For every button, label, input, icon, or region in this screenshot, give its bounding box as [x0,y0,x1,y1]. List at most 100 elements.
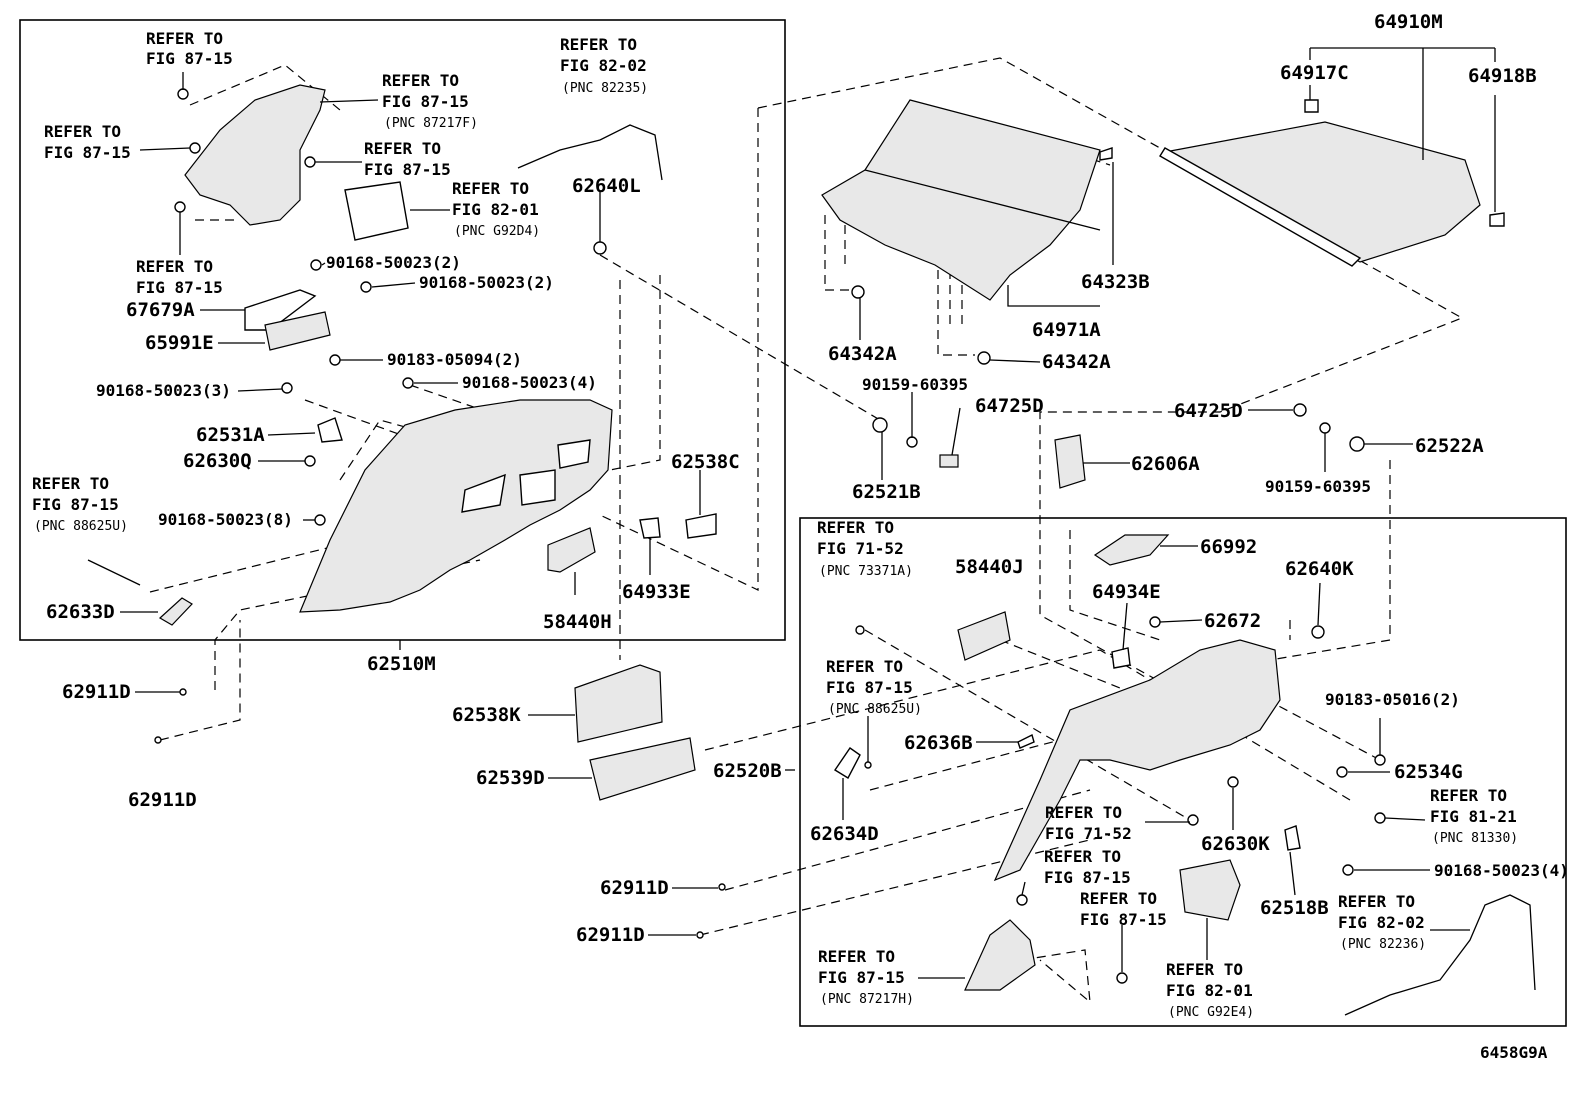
part-label-64323B: 64323B [1081,271,1150,293]
part-label-62518B: 62518B [1260,897,1329,919]
ref-71-52-a-pnc: (PNC 73371A) [819,564,913,579]
ref-87-15-i-line2: FIG 87-15 [1080,910,1167,929]
duct-left [344,181,409,241]
part-label-62640L: 62640L [572,175,641,197]
part-62538K-shape [574,664,663,743]
part-label-62640K: 62640K [1285,558,1354,580]
wire-harness-left [517,124,663,181]
part-label-64933E: 64933E [622,581,691,603]
part-label-62538C: 62538C [671,451,740,473]
quarter-trim-panel-right [993,639,1281,882]
part-label-90168-50023-4b: 90168-50023(4) [1434,861,1569,880]
ref-82-01-b-line1: REFER TO [1166,960,1243,979]
ref-87-15-h-line2: FIG 87-15 [1044,868,1131,887]
part-label-62522A: 62522A [1415,435,1484,457]
fastener-set [154,88,1386,984]
part-62518B-shape [1284,825,1301,851]
part-label-62911D-c: 62911D [600,877,669,899]
part-label-64342A-a: 64342A [828,343,897,365]
tray-crease [864,169,1101,231]
ref-82-01-a-pnc: (PNC G92D4) [454,224,540,239]
part-label-62911D-a: 62911D [62,681,131,703]
quarter-trim-panel-left [299,399,613,613]
ref-82-02-b-pnc: (PNC 82236) [1340,937,1426,952]
ref-81-21-line2: FIG 81-21 [1430,807,1517,826]
part-label-62534G: 62534G [1394,761,1463,783]
part-62538C-shape [685,513,717,539]
ref-82-02-a-pnc: (PNC 82235) [562,81,648,96]
ref-87-15-c-line1: REFER TO [44,122,121,141]
tonneau-cover-64910M [1163,121,1481,263]
part-64918B-shape [1489,212,1505,227]
part-66992-shape [1093,534,1170,566]
part-label-64725D-b: 64725D [1174,400,1243,422]
part-label-62634D: 62634D [810,823,879,845]
ref-87-15-j-line1: REFER TO [818,947,895,966]
ref-87-15-e-line1: REFER TO [136,257,213,276]
part-64323B-shape [1099,147,1113,161]
ref-87-15-b-line1: REFER TO [382,71,459,90]
part-label-65991E: 65991E [145,332,214,354]
part-label-62531A: 62531A [196,424,265,446]
ref-71-52-b-line1: REFER TO [1045,803,1122,822]
ref-87-15-c-line2: FIG 87-15 [44,143,131,162]
cargo-tray-64971A [821,99,1101,301]
part-label-62538K: 62538K [452,704,521,726]
part-62633D-shape [158,597,193,626]
part-label-62510M: 62510M [367,653,436,675]
ref-87-15-j-line2: FIG 87-15 [818,968,905,987]
part-64933E-shape [639,517,661,539]
wire-harness-right [1344,894,1536,1016]
part-label-64934E: 64934E [1092,581,1161,603]
part-label-62672: 62672 [1204,610,1261,632]
ref-82-02-a-line2: FIG 82-02 [560,56,647,75]
ref-87-15-f-pnc: (PNC 88625U) [34,519,128,534]
part-label-62630K: 62630K [1201,833,1270,855]
part-label-64971A: 64971A [1032,319,1101,341]
ref-87-15-f-line1: REFER TO [32,474,109,493]
ref-82-02-b-line2: FIG 82-02 [1338,913,1425,932]
part-label-64917C: 64917C [1280,62,1349,84]
part-label-62521B: 62521B [852,481,921,503]
part-label-90159-60395-a: 90159-60395 [862,375,968,394]
part-label-62539D: 62539D [476,767,545,789]
leader-lines [87,47,1496,979]
right-assembly-frame [799,517,1567,1027]
ref-87-15-f-line2: FIG 87-15 [32,495,119,514]
part-65991E-shape [264,311,331,351]
part-62531A-shape [317,417,343,443]
part-label-62911D-b: 62911D [128,789,197,811]
part-label-67679A: 67679A [126,299,195,321]
grille-58440H [547,527,596,573]
part-label-66992: 66992 [1200,536,1257,558]
panel-opening-2 [519,469,556,506]
ref-82-01-a-line1: REFER TO [452,179,529,198]
part-label-64918B: 64918B [1468,65,1537,87]
part-62606A-shape [1054,434,1086,489]
tonneau-rail [1159,147,1362,267]
ref-82-01-b-pnc: (PNC G92E4) [1168,1005,1254,1020]
part-label-58440H: 58440H [543,611,612,633]
part-label-64910M: 64910M [1374,11,1443,33]
ref-87-15-h-line1: REFER TO [1044,847,1121,866]
part-62634D-shape [834,747,861,779]
part-label-58440J: 58440J [955,556,1024,578]
part-label-64342A-b: 64342A [1042,351,1111,373]
part-64934E-shape [1111,647,1131,669]
part-label-90168-50023-3: 90168-50023(3) [96,381,231,400]
lower-bracket-right [964,919,1036,991]
ref-82-02-b-line1: REFER TO [1338,892,1415,911]
left-assembly-frame [19,19,786,641]
ref-87-15-g-line1: REFER TO [826,657,903,676]
part-label-62520B: 62520B [713,760,782,782]
ref-81-21-pnc: (PNC 81330) [1432,831,1518,846]
part-label-90168-50023-2a: 90168-50023(2) [326,253,461,272]
ref-71-52-b-line2: FIG 71-52 [1045,824,1132,843]
ref-87-15-i-line1: REFER TO [1080,889,1157,908]
panel-opening-3 [557,439,591,469]
part-64917C-shape [1304,99,1319,113]
ref-82-02-a-line1: REFER TO [560,35,637,54]
part-label-90168-50023-2b: 90168-50023(2) [419,273,554,292]
diagram-id: 6458G9A [1480,1043,1548,1062]
ref-87-15-g-pnc: (PNC 88625U) [828,702,922,717]
